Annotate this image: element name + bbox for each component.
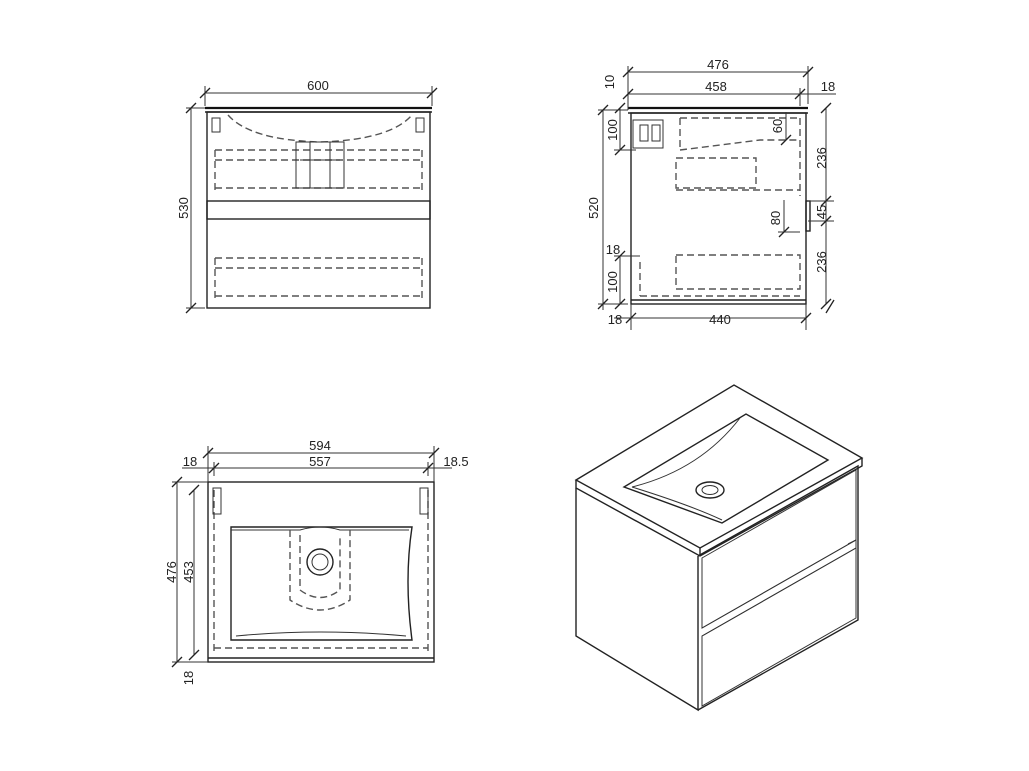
iso-upper-drawer <box>701 469 857 629</box>
front-cabinet-body <box>206 111 431 309</box>
side-view: 476 458 18 10 100 60 520 <box>586 57 836 330</box>
side-cabinet-body <box>630 112 807 305</box>
front-drawer-gap <box>206 200 431 220</box>
side-height-label: 520 <box>586 197 601 219</box>
top-overall-width-label: 594 <box>309 438 331 453</box>
side-top-thickness-label: 10 <box>602 75 617 89</box>
front-width-label: 600 <box>307 78 329 93</box>
top-inner-depth-label: 453 <box>181 561 196 583</box>
side-gap-height-label: 45 <box>814 205 829 219</box>
side-back-offset-label: 18 <box>821 79 835 94</box>
front-height-label: 530 <box>176 197 191 219</box>
iso-basin <box>622 413 830 524</box>
iso-lower-drawer <box>701 547 857 707</box>
side-upper-top-label: 100 <box>605 119 620 141</box>
top-inner-width-label: 557 <box>309 454 331 469</box>
isometric-view <box>574 384 864 712</box>
side-lower-base-label: 100 <box>605 271 620 293</box>
iso-drain <box>695 481 725 499</box>
top-basin <box>230 526 413 641</box>
side-overall-depth-label: 476 <box>707 57 729 72</box>
top-drain <box>306 548 334 576</box>
iso-countertop <box>574 384 864 549</box>
side-bottom-offset-label: 18 <box>606 242 620 257</box>
top-bottom-offset-label: 18 <box>181 671 196 685</box>
side-bottom-depth-label: 440 <box>709 312 731 327</box>
front-siphon <box>295 141 345 189</box>
side-top-depth-label: 458 <box>705 79 727 94</box>
side-wall-bracket <box>632 119 664 149</box>
top-right-offset-label: 18.5 <box>443 454 468 469</box>
top-left-offset-label: 18 <box>183 454 197 469</box>
side-upper-drawer-depth-label: 60 <box>770 119 785 133</box>
iso-cabinet-front <box>697 464 859 711</box>
top-cabinet-outline <box>207 481 435 663</box>
iso-cabinet-side <box>575 488 699 712</box>
side-handle-height-label: 80 <box>768 211 783 225</box>
side-lower-drawer-height-label: 236 <box>814 251 829 273</box>
top-overall-depth-label: 476 <box>164 561 179 583</box>
top-view: 594 557 18 18.5 476 453 18 <box>164 438 469 685</box>
front-view: 600 530 <box>176 78 438 314</box>
side-bottom-left-label: 18 <box>608 312 622 327</box>
side-upper-drawer-height-label: 236 <box>814 147 829 169</box>
